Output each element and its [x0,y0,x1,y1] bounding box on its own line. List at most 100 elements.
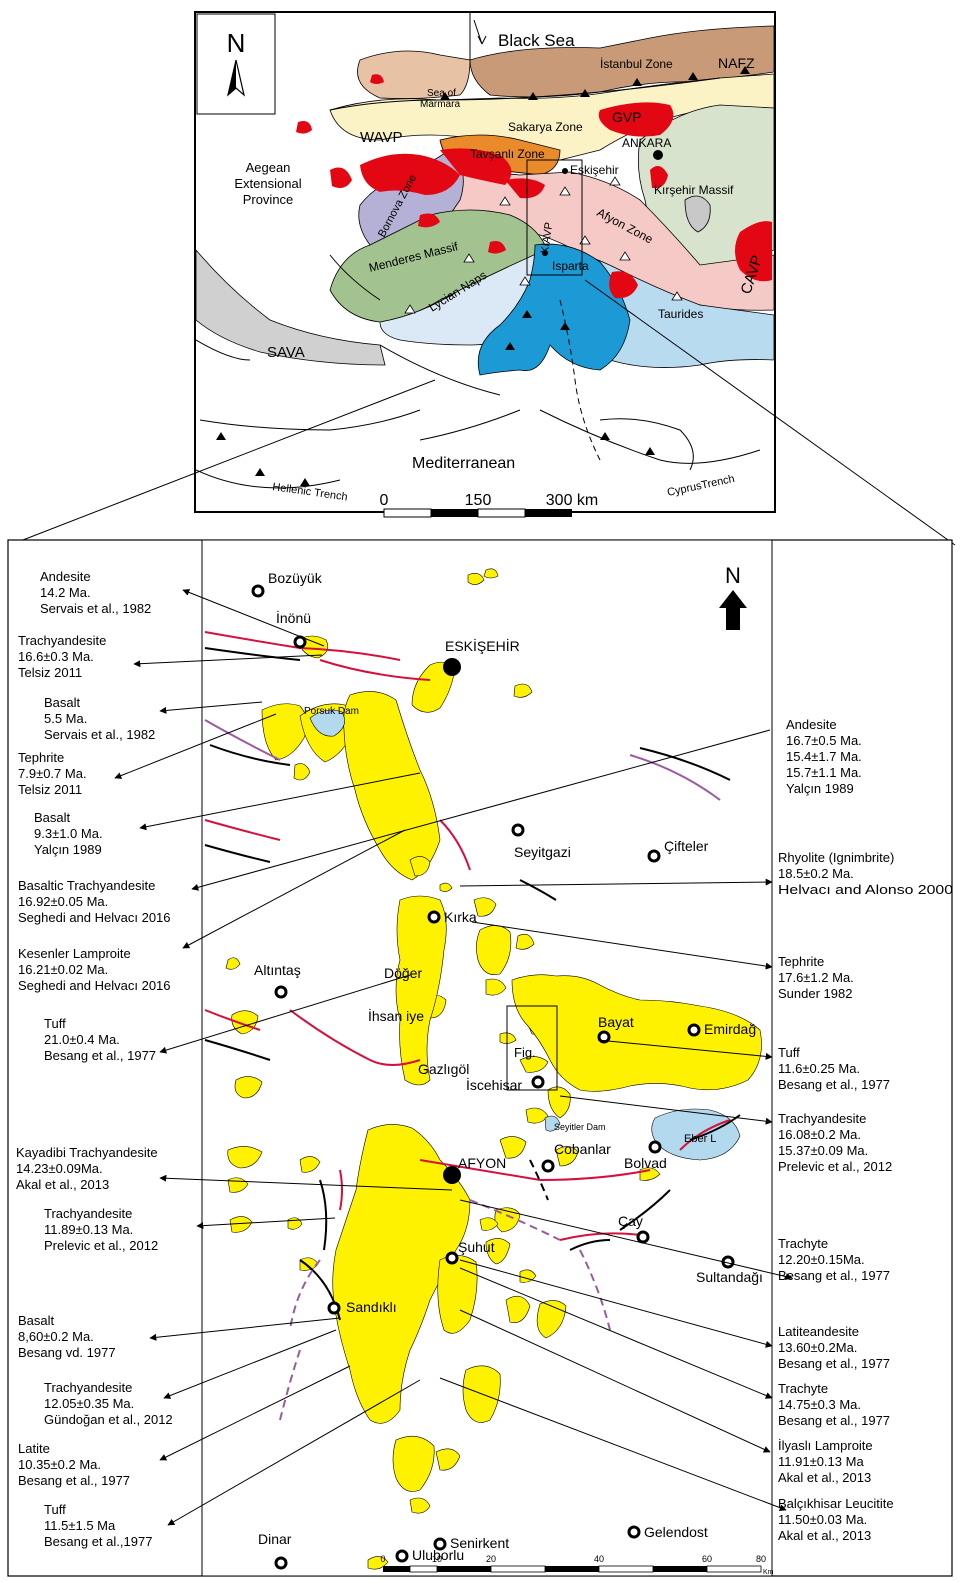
label-taurides: Taurides [658,307,703,321]
ann-l11-type: Trachyandesite [44,1380,132,1395]
annotation-arrows [114,589,793,1526]
annotation-trachyandesite-prelevic: Trachyandesite 16.08±0.2 Ma. 15.37±0.09 … [778,1111,892,1174]
ann-r2-age: 17.6±1.2 Ma. [778,970,854,985]
ann-l2-type: Basalt [44,695,81,710]
label-aegean-2: Extensional [234,176,301,191]
inset-north-arrow: N [196,13,276,115]
town-eber-lake: Eber L [684,1133,716,1145]
ann-l9-type: Trachyandesite [44,1206,132,1221]
ann-l13-age: 11.5±1.5 Ma [44,1518,116,1533]
ann-l3-type: Tephrite [18,750,64,765]
town-sultandagi: Sultandağı [696,1269,763,1285]
annotation-tuff-11-5: Tuff 11.5±1.5 Ma Besang et al.,1977 [44,1502,152,1549]
label-marmara: Marmara [420,99,460,110]
ann-r7-ref: Besang et al., 1977 [778,1413,890,1428]
detail-north-label: N [725,563,741,588]
inset-map: N Black Sea Sea of Marmara İstanbul Zone… [194,11,776,518]
ann-r9-type: Balçıkhisar Leucitite [778,1496,894,1511]
town-eskisehir: ESKİŞEHİR [445,637,520,654]
label-sava: SAVA [267,344,305,361]
ann-r5-type: Trachyte [778,1236,828,1251]
detail-north-arrow: N [719,563,747,630]
town-iscehisar: İscehisar [466,1076,522,1093]
annotation-ilyasli-lamproite: İlyaslı Lamproite 11.91±0.13 Ma Akal et … [778,1438,873,1485]
label-tavsanli-zone: Tavşanlı Zone [470,147,545,161]
town-fig: Fig. [514,1045,536,1060]
label-ankara: ANKARA [622,136,671,150]
ann-l4-type: Basalt [34,810,71,825]
annotation-andesite-14-2: Andesite 14.2 Ma. Servais et al., 1982 [40,569,151,616]
ann-l12-age: 10.35±0.2 Ma. [18,1457,101,1472]
kirsehir-detail [684,195,711,233]
label-nafz: NAFZ [718,55,755,71]
annotation-tephrite-sunder: Tephrite 17.6±1.2 Ma. Sunder 1982 [778,954,854,1001]
ann-r5-age: 12.20±0.15Ma. [778,1252,865,1267]
ann-r4-type: Trachyandesite [778,1111,866,1126]
ann-l6-type: Kesenler Lamproite [18,946,131,961]
ann-l0-type: Andesite [40,569,91,584]
ann-r8-age: 11.91±0.13 Ma [778,1454,864,1469]
label-mediterranean: Mediterranean [412,455,515,472]
ann-r4-age2: 15.37±0.09 Ma. [778,1143,868,1158]
town-cay: Çay [618,1213,643,1229]
town-cifteler: Çifteler [664,838,709,854]
annotation-latiteandesite: Latiteandesite 13.60±0.2Ma. Besang et al… [778,1324,890,1371]
label-kirsehir-massif: Kırşehir Massif [654,183,734,197]
detail-map: Bozüyük İnönü ESKİŞEHİR Porsuk Dam Seyit… [7,539,953,1577]
annotation-kesenler-lamproite: Kesenler Lamproite 16.21±0.02 Ma. Seghed… [18,946,171,993]
ann-r1-ref: Helvacı and Alonso 2000 [778,882,953,897]
ann-l7-age: 21.0±0.4 Ma. [44,1032,120,1047]
ann-r3-type: Tuff [778,1045,800,1060]
town-emirdag: Emirdağ [704,1021,756,1037]
town-seyitgazi: Seyitgazi [514,844,571,860]
detail-scale-10: 10 [432,1554,442,1564]
ann-l9-ref: Prelevic et al., 2012 [44,1238,158,1253]
label-eskisehir: Eskişehir [570,163,619,177]
town-bayat: Bayat [598,1014,634,1030]
label-aegean-3: Province [243,192,294,207]
ann-l5-age: 16.92±0.05 Ma. [18,894,108,909]
town-uluborlu: Uluborlu [412,1547,464,1563]
town-senirkent: Senirkent [450,1535,509,1551]
town-afyon: AFYON [458,1155,506,1171]
town-dinar: Dinar [258,1531,292,1547]
annotation-trachyte-14-75: Trachyte 14.75±0.3 Ma. Besang et al., 19… [778,1381,890,1428]
town-cobanlar: Cobanlar [554,1141,611,1157]
ann-l2-ref: Servais et al., 1982 [44,727,155,742]
ann-l8-type: Kayadibi Trachyandesite [16,1145,158,1160]
town-doger: Döğer [384,965,422,981]
detail-area-box [526,159,583,276]
ann-l9-age: 11.89±0.13 Ma. [44,1222,133,1237]
isparta-dot [542,250,548,256]
faults [204,631,741,1421]
annotation-latite-10-35: Latite 10.35±0.2 Ma. Besang et al., 1977 [18,1441,130,1488]
ann-l1-ref: Telsiz 2011 [18,665,82,680]
eskisehir-dot [562,168,568,174]
ann-l3-age: 7.9±0.7 Ma. [18,766,87,781]
label-kiavp: KIAVP [539,221,555,254]
annotation-basalt-9-3: Basalt 9.3±1.0 Ma. Yalçın 1989 [34,810,103,857]
istanbul-zone-west [357,50,471,99]
annotation-andesite-yalcin: Andesite 16.7±0.5 Ma. 15.4±1.7 Ma. 15.7±… [786,717,862,796]
ann-l7-ref: Besang et al., 1977 [44,1048,156,1063]
zoom-line-left [9,379,436,546]
lakes [309,709,741,1161]
ann-l3-ref: Telsiz 2011 [18,782,82,797]
ann-r7-type: Trachyte [778,1381,828,1396]
ann-l4-ref: Yalçın 1989 [34,842,102,857]
inset-scale-150: 150 [465,492,492,509]
ann-l10-ref: Besang vd. 1977 [18,1345,116,1360]
label-wavp: WAVP [360,129,403,146]
ann-r6-type: Latiteandesite [778,1324,859,1339]
ann-r0-age2: 15.4±1.7 Ma. [786,749,862,764]
ann-r0-age1: 16.7±0.5 Ma. [786,733,862,748]
town-labels: Bozüyük İnönü ESKİŞEHİR Porsuk Dam Seyit… [254,570,763,1563]
annotation-basaltic-trachyandesite: Basaltic Trachyandesite 16.92±0.05 Ma. S… [18,878,171,925]
ann-l7-type: Tuff [44,1016,66,1031]
ann-r7-age: 14.75±0.3 Ma. [778,1397,861,1412]
ann-r4-age1: 16.08±0.2 Ma. [778,1127,861,1142]
town-suhut: Şuhut [458,1239,495,1255]
annotation-kayadibi-trachyandesite: Kayadibi Trachyandesite 14.23±0.09Ma. Ak… [16,1145,158,1192]
label-gvp: GVP [612,109,642,125]
